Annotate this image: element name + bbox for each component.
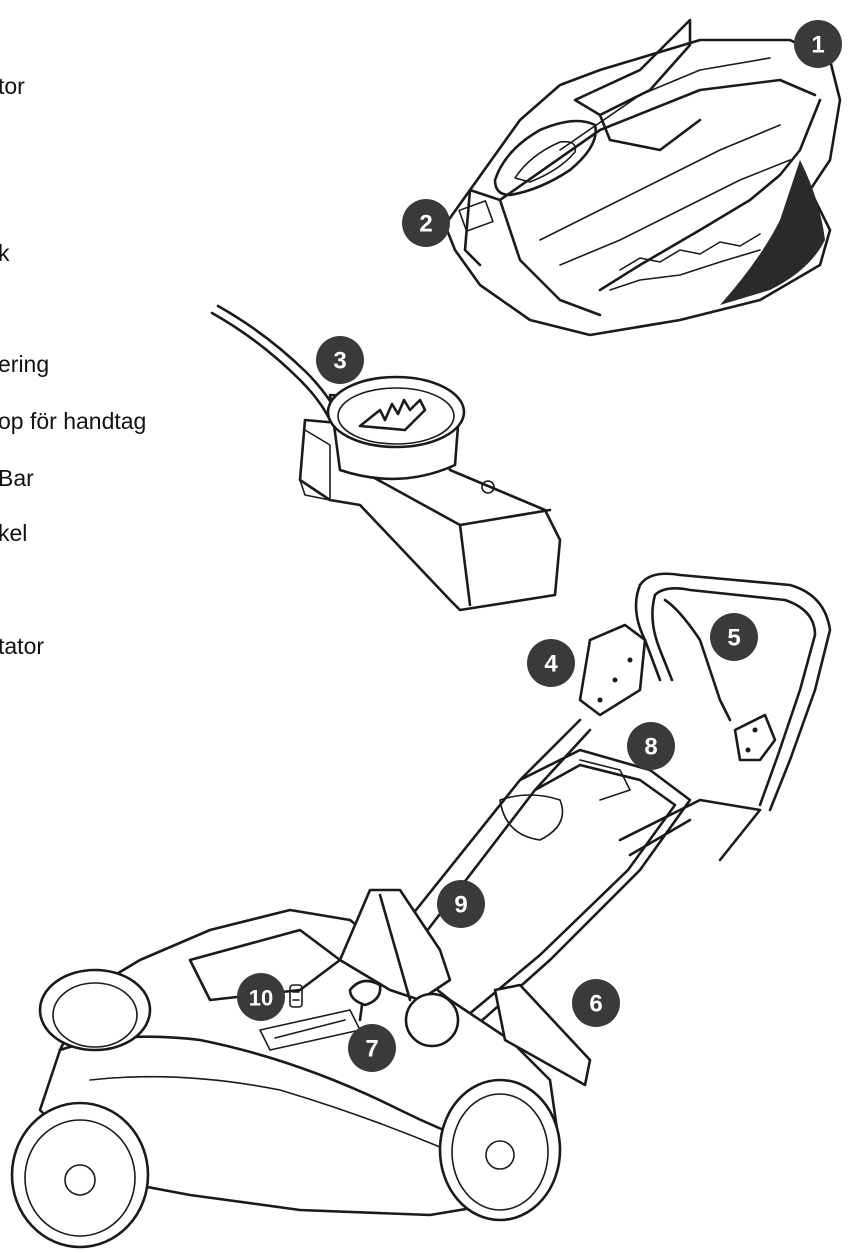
svg-text:7: 7 bbox=[365, 1036, 378, 1063]
battery-pack-illustration bbox=[443, 18, 842, 337]
lawnmower-illustration bbox=[10, 572, 832, 1249]
callout-1: 1 bbox=[794, 20, 842, 68]
legend-item-5: Bar bbox=[0, 465, 34, 491]
callout-7: 7 bbox=[348, 1024, 396, 1072]
svg-text:5: 5 bbox=[727, 625, 740, 652]
svg-text:9: 9 bbox=[454, 892, 467, 919]
svg-text:1: 1 bbox=[811, 32, 824, 59]
legend-item-6: kel bbox=[0, 520, 28, 546]
rear-left-wheel bbox=[38, 968, 152, 1052]
svg-text:2: 2 bbox=[419, 211, 432, 238]
charger-illustration bbox=[210, 304, 562, 612]
legend-item-3: ering bbox=[0, 351, 50, 377]
legend-item-1: tor bbox=[0, 73, 25, 99]
svg-text:6: 6 bbox=[589, 991, 602, 1018]
callout-4: 4 bbox=[527, 639, 575, 687]
legend-item-4: op för handtag bbox=[0, 408, 147, 434]
svg-text:4: 4 bbox=[544, 651, 558, 678]
legend: tor k ering op för handtag Bar kel tator bbox=[0, 0, 220, 700]
callout-3: 3 bbox=[316, 336, 364, 384]
svg-text:3: 3 bbox=[333, 348, 346, 375]
legend-item-7: tator bbox=[0, 633, 45, 659]
legend-item-2: k bbox=[0, 240, 10, 266]
callout-2: 2 bbox=[402, 199, 450, 247]
callout-5: 5 bbox=[710, 613, 758, 661]
front-left-wheel bbox=[10, 1101, 150, 1249]
front-right-wheel bbox=[438, 1078, 562, 1222]
svg-text:8: 8 bbox=[644, 734, 657, 761]
callout-6: 6 bbox=[572, 979, 620, 1027]
callout-9: 9 bbox=[437, 880, 485, 928]
callout-10: 10 bbox=[237, 973, 285, 1021]
svg-text:10: 10 bbox=[249, 986, 273, 1011]
callout-8: 8 bbox=[627, 722, 675, 770]
